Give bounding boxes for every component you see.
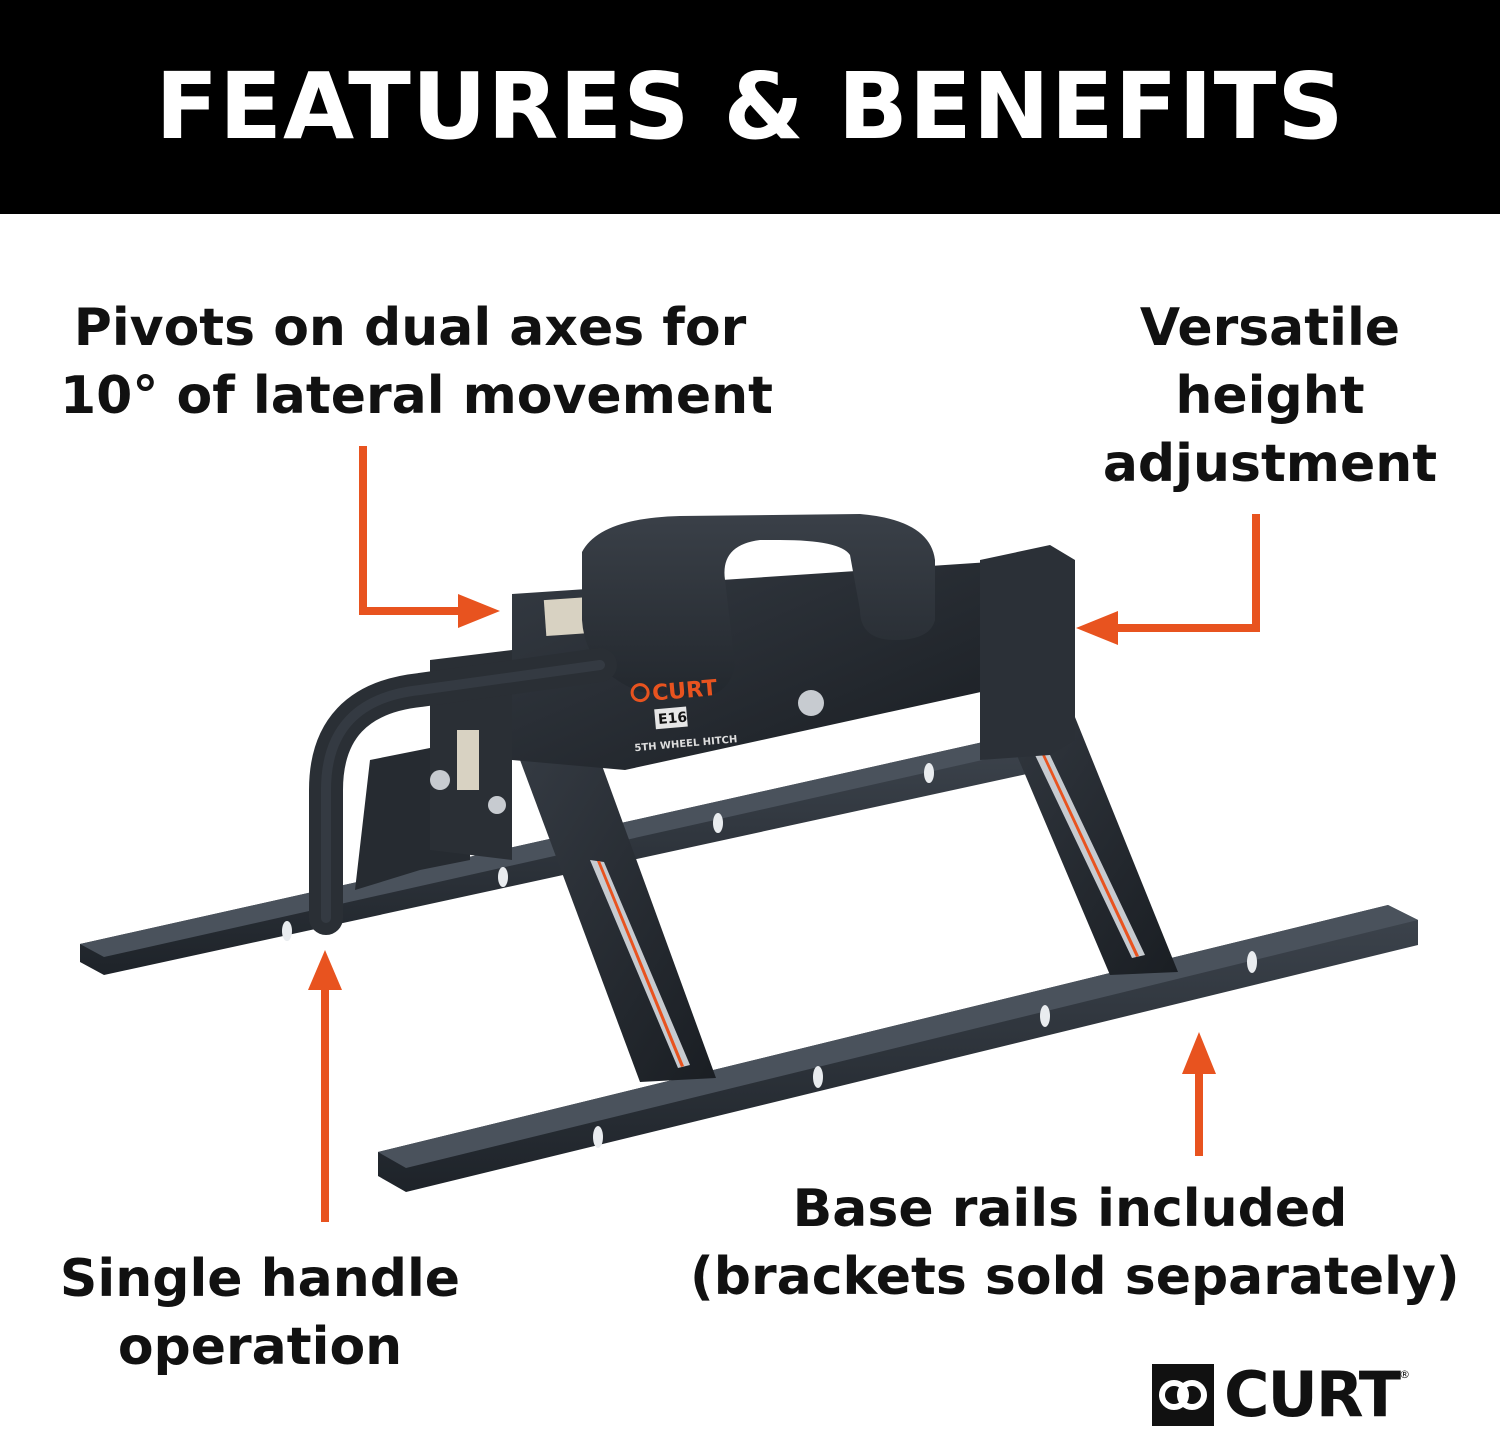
callout-pivot-line-1: Pivots on dual axes for — [73, 298, 747, 358]
callout-pivot-line-2: 10° of lateral movement — [60, 366, 774, 426]
coupler-plate — [582, 514, 935, 697]
callout-height-line-3: adjustment — [1102, 434, 1438, 494]
hitch-model-text: E16 — [657, 710, 687, 728]
callout-height: Versatile height adjustment — [1100, 294, 1440, 498]
handle-arrow — [308, 950, 342, 1222]
rails-arrow — [1182, 1032, 1216, 1156]
brand-logo-name: CURT — [1224, 1358, 1401, 1431]
pivot-arrow — [359, 446, 500, 628]
page-title: FEATURES & BENEFITS — [155, 53, 1345, 160]
callout-pivot: Pivots on dual axes for 10° of lateral m… — [60, 294, 774, 430]
legs — [355, 680, 1178, 1082]
callout-handle-line-1: Single handle — [59, 1249, 461, 1309]
brand-logo: CURT ® — [1150, 1362, 1410, 1428]
callout-handle: Single handle operation — [40, 1245, 480, 1381]
brand-registered-mark: ® — [1399, 1368, 1411, 1381]
hitch-illustration: CURT E16 5TH WHEEL HITCH — [80, 446, 1418, 1222]
front-base-rail — [378, 905, 1418, 1192]
height-arrow — [1076, 514, 1260, 645]
header-banner: FEATURES & BENEFITS — [0, 0, 1500, 214]
callout-rails-line-1: Base rails included — [792, 1179, 1348, 1239]
callout-rails-line-2: (brackets sold separately) — [690, 1247, 1460, 1307]
release-handle — [309, 648, 617, 935]
brand-mark-icon — [1152, 1364, 1214, 1426]
callout-height-line-1: Versatile — [1139, 298, 1401, 358]
callout-height-line-2: height — [1175, 366, 1365, 426]
callout-rails: Base rails included (brackets sold separ… — [690, 1175, 1460, 1311]
hitch-brand-text: CURT — [651, 676, 718, 707]
callout-handle-line-2: operation — [117, 1317, 403, 1377]
